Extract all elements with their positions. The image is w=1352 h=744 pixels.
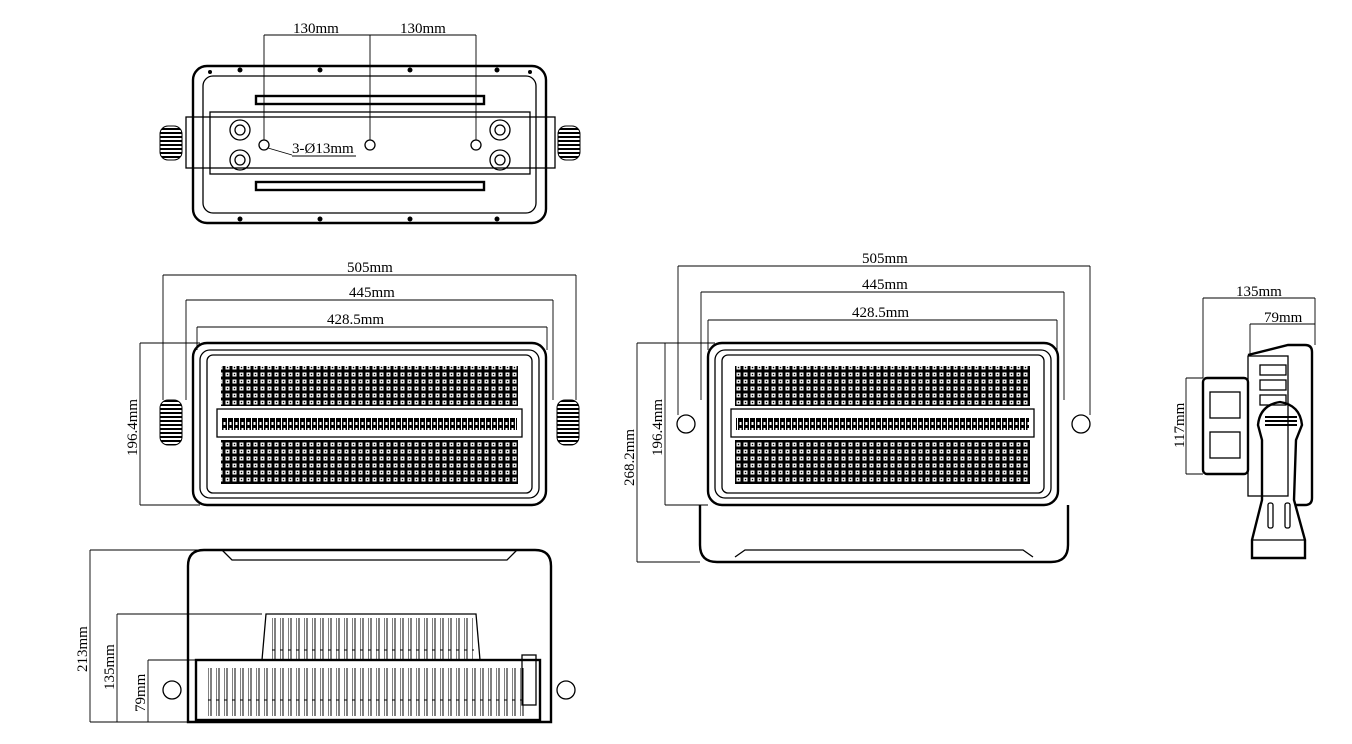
knob-left-icon [162, 680, 182, 700]
dim-width-overall: 505mm [347, 260, 393, 276]
knob-right-icon [556, 399, 580, 446]
dim-top-spacing-right: 130mm [400, 21, 446, 37]
dim-height-body: 79mm [133, 673, 149, 712]
knob-right-icon [1071, 414, 1091, 434]
dim-height-box: 117mm [1172, 402, 1188, 448]
front-view-right: 505mm 445mm 428.5mm 268.2mm 196.4mm [622, 251, 1091, 564]
dim-depth-body: 79mm [1264, 310, 1303, 326]
dim-width-body: 445mm [862, 277, 908, 293]
front-view-left: 505mm 445mm 428.5mm 196.4mm [125, 260, 580, 507]
dim-top-spacing-left: 130mm [293, 21, 339, 37]
dim-holes: 3-Ø13mm [292, 141, 354, 157]
dim-width-body: 445mm [349, 285, 395, 301]
dim-height-total: 213mm [75, 626, 91, 672]
knob-left-icon [676, 414, 696, 434]
dim-height-body: 196.4mm [650, 399, 666, 456]
knob-right-icon [556, 680, 576, 700]
bottom-view: 213mm 135mm 79mm [75, 548, 576, 724]
knob-left-icon [159, 125, 183, 161]
knob-left-icon [159, 399, 183, 446]
top-view: 130mm 130mm 3-Ø13mm [159, 21, 581, 225]
dim-width-overall: 505mm [862, 251, 908, 267]
dim-width-led: 428.5mm [852, 305, 909, 321]
side-view: 135mm 79mm 117mm [1172, 284, 1316, 560]
dim-depth-total: 135mm [1236, 284, 1282, 300]
dim-height-mid: 135mm [102, 644, 118, 690]
dim-height-total: 268.2mm [622, 429, 638, 486]
dim-width-led: 428.5mm [327, 312, 384, 328]
knob-right-icon [557, 125, 581, 161]
dim-height-body: 196.4mm [125, 399, 141, 456]
